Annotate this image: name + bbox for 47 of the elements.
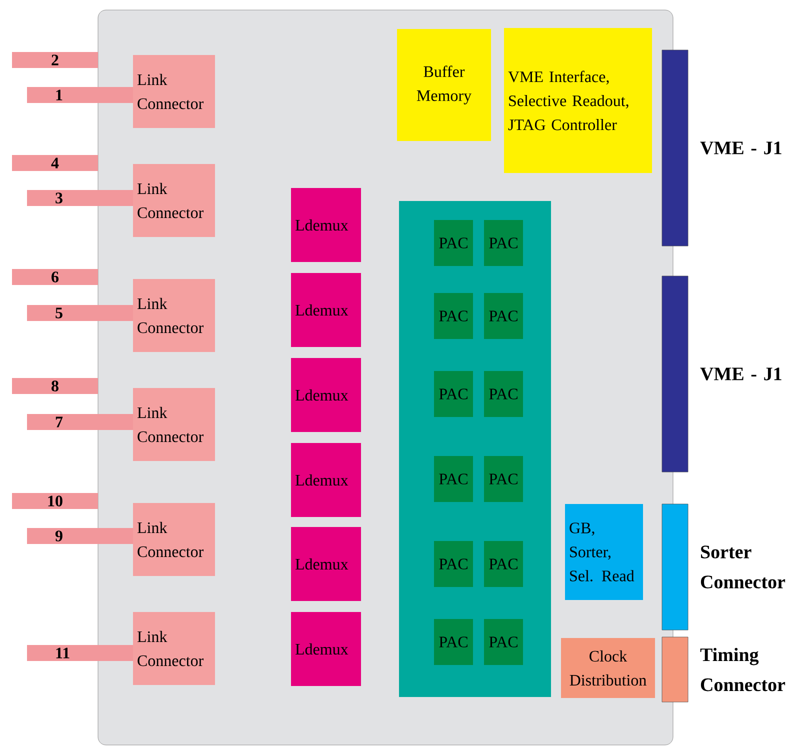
pac-chip: PAC	[484, 456, 523, 502]
link-bar: 7	[27, 414, 134, 430]
link-connector-box: Link Connector	[133, 279, 215, 352]
pac-chip: PAC	[484, 220, 523, 266]
node-label: Sorter Connector	[700, 546, 786, 588]
pac-chip: PAC	[484, 371, 523, 417]
ldemux-box: Ldemux	[291, 273, 361, 347]
pac-chip: PAC	[434, 371, 473, 417]
pac-chip: PAC	[484, 619, 523, 665]
sorter-box: GB, Sorter, Sel. Read	[565, 504, 643, 600]
connector-bar: VME - J1	[662, 276, 782, 472]
link-connector-box: Link Connector	[133, 503, 215, 576]
memory-box: Buffer Memory	[397, 29, 491, 141]
link-bar: 11	[27, 645, 134, 661]
link-connector-box: Link Connector	[133, 388, 215, 461]
node-label: Timing Connector	[700, 648, 786, 692]
link-bar: 5	[27, 305, 134, 321]
link-bar: 8	[12, 378, 98, 394]
pac-chip: PAC	[434, 619, 473, 665]
link-bar: 10	[12, 493, 98, 509]
link-connector-box: Link Connector	[133, 55, 215, 128]
ldemux-box: Ldemux	[291, 358, 361, 432]
connector-bar: Sorter Connector	[662, 504, 786, 630]
node-label: VME - J1	[700, 368, 782, 380]
link-bar: 6	[12, 269, 98, 285]
link-bar: 9	[27, 528, 134, 544]
link-bar: 4	[12, 155, 98, 171]
ldemux-box: Ldemux	[291, 527, 361, 601]
ldemux-box: Ldemux	[291, 443, 361, 517]
pac-chip: PAC	[434, 541, 473, 587]
ldemux-box: Ldemux	[291, 188, 361, 262]
connector-bar: VME - J1	[662, 50, 782, 246]
pac-chip: PAC	[434, 220, 473, 266]
interface-box: VME Interface, Selective Readout, JTAG Controller	[504, 28, 652, 173]
pac-chip: PAC	[484, 293, 523, 339]
pac-chip: PAC	[484, 541, 523, 587]
link-bar: 1	[27, 87, 134, 103]
link-connector-box: Link Connector	[133, 164, 215, 237]
connector-bar: Timing Connector	[662, 636, 786, 702]
pac-chip: PAC	[434, 293, 473, 339]
link-bar: 3	[27, 190, 134, 206]
node-label: VME - J1	[700, 142, 782, 154]
link-connector-box: Link Connector	[133, 612, 215, 685]
pac-chip: PAC	[434, 456, 473, 502]
ldemux-box: Ldemux	[291, 612, 361, 686]
clock-box: Clock Distribution	[561, 638, 655, 698]
link-bar: 2	[12, 52, 98, 68]
